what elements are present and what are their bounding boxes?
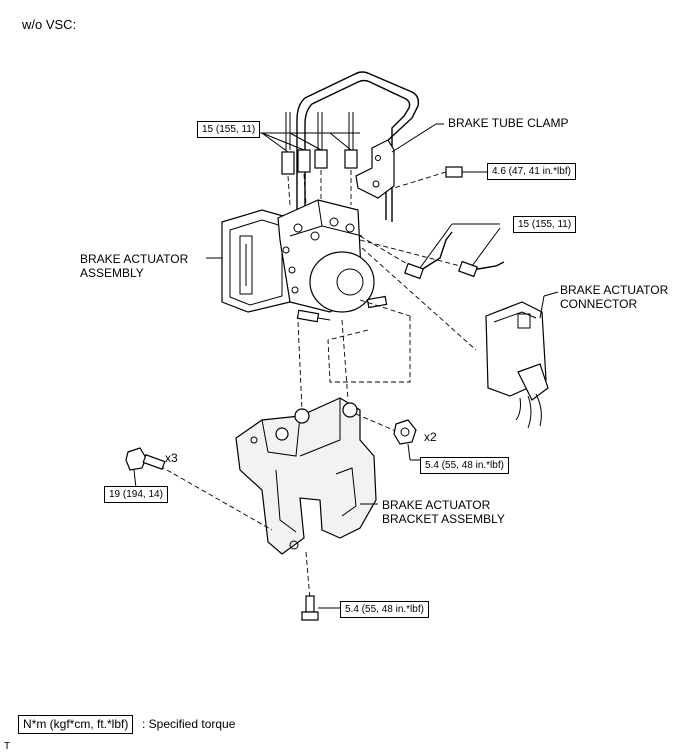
bolt-quantity: x3: [165, 451, 178, 465]
top-torque-leaders: [260, 132, 360, 153]
label-bracket-line2: BRACKET ASSEMBLY: [382, 512, 505, 526]
corner-mark: T: [4, 741, 11, 752]
bracket-nut: [393, 419, 420, 461]
brake-actuator-bracket: [159, 319, 399, 601]
legend-unit-box: N*m (kgf*cm, ft.*lbf): [18, 715, 134, 734]
torque-tubes-top: 15 (155, 11): [197, 121, 261, 138]
bracket-bolt: [125, 447, 166, 489]
label-connector-line2: CONNECTOR: [560, 297, 638, 311]
torque-tubes-right: 15 (155, 11): [513, 216, 577, 233]
nut-quantity: x2: [424, 430, 437, 444]
torque-bracket-nut: 5.4 (55, 48 in.*lbf): [420, 457, 509, 474]
torque-bottom-bolt: 5.4 (55, 48 in.*lbf): [340, 601, 429, 618]
brake-tubes: [285, 71, 420, 225]
flare-nuts-top: [281, 149, 358, 206]
torque-clamp-bolt: 4.6 (47, 41 in.*lbf): [487, 163, 576, 180]
section-heading: w/o VSC:: [22, 17, 77, 32]
bottom-bolt: [301, 595, 340, 621]
label-bracket-line1: BRAKE ACTUATOR: [382, 498, 491, 512]
label-connector-line1: BRAKE ACTUATOR: [560, 283, 669, 297]
label-brake-tube-clamp: BRAKE TUBE CLAMP: [448, 116, 569, 130]
connector-route: [327, 316, 411, 383]
brake-actuator-assembly: [206, 199, 477, 351]
clamp-bolt: [393, 166, 487, 189]
brake-actuator-connector: [485, 291, 559, 429]
brake-tubes-right: [404, 223, 505, 280]
brake-tube-clamp: [355, 123, 444, 199]
label-actuator-assembly-line1: BRAKE ACTUATOR: [80, 252, 189, 266]
torque-bracket-bolt: 19 (194, 14): [104, 486, 168, 503]
label-actuator-assembly-line2: ASSEMBLY: [80, 266, 144, 280]
legend-description: : Specified torque: [142, 717, 236, 731]
